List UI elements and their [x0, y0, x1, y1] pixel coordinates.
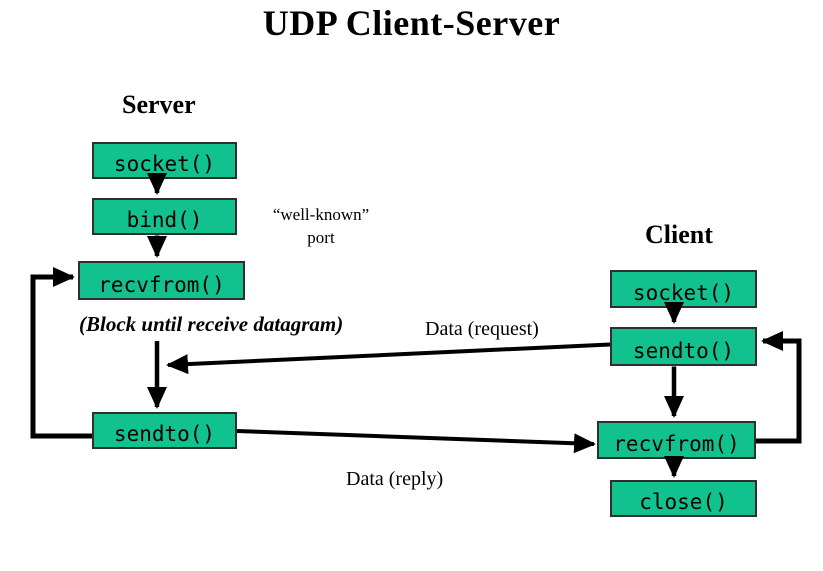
client-sendto-label: sendto() — [632, 339, 735, 363]
server-sendto-label: sendto() — [113, 422, 216, 446]
client-close-box: close() — [610, 480, 757, 517]
server-socket-label: socket() — [113, 152, 216, 176]
data-request-label: Data (request) — [425, 318, 539, 340]
server-heading: Server — [122, 90, 196, 119]
arrow-data-reply — [236, 429, 596, 454]
arrow-data-request — [166, 342, 611, 375]
server-socket-box: socket() — [92, 142, 237, 179]
server-recvfrom-label: recvfrom() — [98, 273, 225, 297]
client-heading: Client — [645, 220, 713, 249]
server-bind-box: bind() — [92, 198, 237, 235]
arrow-client-loop-recvfrom-to-sendto — [756, 331, 802, 444]
server-recvfrom-box: recvfrom() — [78, 261, 245, 300]
data-reply-label: Data (reply) — [346, 468, 444, 490]
server-sendto-box: sendto() — [92, 412, 237, 449]
client-sendto-box: sendto() — [610, 327, 757, 366]
client-recvfrom-box: recvfrom() — [597, 421, 756, 459]
client-socket-box: socket() — [610, 270, 757, 308]
server-bind-label: bind() — [126, 208, 203, 232]
arrow-server-loop-sendto-to-recvfrom — [30, 267, 92, 439]
block-note: (Block until receive datagram) — [79, 312, 344, 336]
well-known-port-note: “well-known” port — [272, 205, 370, 247]
client-recvfrom-label: recvfrom() — [613, 432, 740, 456]
page-title: UDP Client-Server — [262, 3, 561, 43]
client-socket-label: socket() — [632, 281, 735, 305]
client-close-label: close() — [639, 490, 728, 514]
